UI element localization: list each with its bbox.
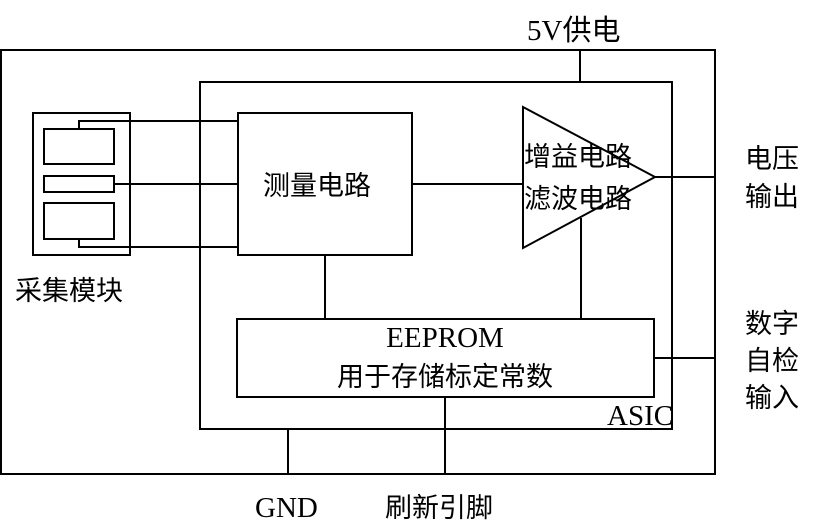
measurement-circuit-box xyxy=(237,112,413,256)
amplifier-label-line2: 滤波电路 xyxy=(524,184,632,215)
power-supply-label: 5V供电 xyxy=(527,14,620,47)
refresh-pin-label: 刷新引脚 xyxy=(385,493,493,524)
sensor-wire-bottom xyxy=(78,239,238,248)
eeprom-label-line2: 用于存储标定常数 xyxy=(337,362,553,393)
eeprom-label-line1: EEPROM xyxy=(386,322,504,354)
gnd-label: GND xyxy=(255,492,318,524)
voltage-output-label-line2: 输出 xyxy=(745,182,799,213)
amplifier-triangle-icon xyxy=(522,105,658,250)
sensor-wire-top xyxy=(78,120,238,129)
collection-module-label: 采集模块 xyxy=(15,276,123,307)
sensor-pad-top xyxy=(43,128,115,165)
self-test-label-line1: 数字 xyxy=(745,309,799,340)
sensor-pad-bottom xyxy=(43,202,115,240)
sensor-pad-middle xyxy=(43,175,115,193)
self-test-label-line3: 输入 xyxy=(745,383,799,414)
asic-label: ASIC xyxy=(607,400,673,432)
measurement-circuit-label: 测量电路 xyxy=(263,171,371,202)
self-test-label-line2: 自检 xyxy=(745,346,799,377)
amplifier-label-line1: 增益电路 xyxy=(524,142,632,173)
voltage-output-label-line1: 电压 xyxy=(745,144,799,175)
